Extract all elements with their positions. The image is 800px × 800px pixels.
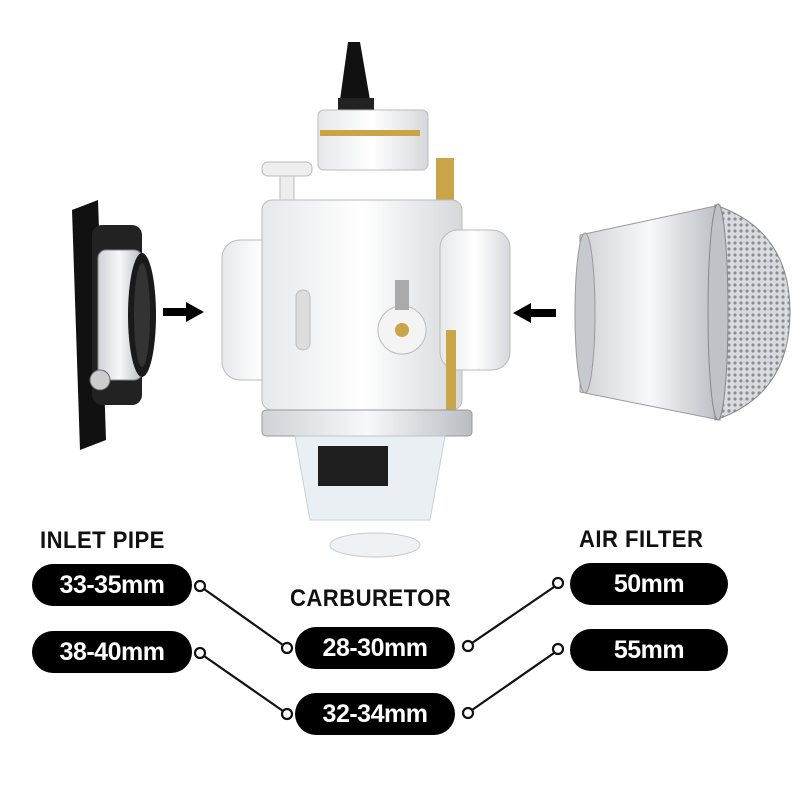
carburetor-size-pill: 32-34mm <box>295 693 455 735</box>
connector-dot <box>461 639 475 653</box>
air-filter-heading: AIR FILTER <box>579 526 704 553</box>
connector-dot <box>551 642 565 656</box>
arrow-right-icon <box>163 302 204 322</box>
air-filter-image <box>574 203 791 421</box>
connector-inlet-38-to-carb-32 <box>203 655 284 712</box>
inlet-pipe-heading: INLET PIPE <box>40 527 165 554</box>
carburetor-image <box>221 42 511 558</box>
connector-dot <box>551 576 565 590</box>
connector-carb-32-to-filter-55 <box>471 652 555 711</box>
air-filter-size-pill: 55mm <box>570 629 728 671</box>
inlet-pipe-image <box>72 200 156 450</box>
carburetor-size-pill: 28-30mm <box>295 627 455 669</box>
inlet-pipe-size-pill: 33-35mm <box>32 564 192 606</box>
connector-dot <box>193 646 207 660</box>
air-filter-size-pill: 50mm <box>570 563 728 605</box>
connector-dot <box>280 707 294 721</box>
inlet-pipe-size-pill: 38-40mm <box>32 631 192 673</box>
connector-dot <box>280 641 294 655</box>
connector-lines <box>193 576 565 721</box>
connector-carb-28-to-filter-50 <box>471 586 555 644</box>
connector-inlet-33-to-carb-28 <box>203 588 284 646</box>
carburetor-heading: CARBURETOR <box>290 585 452 612</box>
arrow-left-icon <box>513 303 556 323</box>
connector-dot <box>461 706 475 720</box>
connector-dot <box>193 579 207 593</box>
